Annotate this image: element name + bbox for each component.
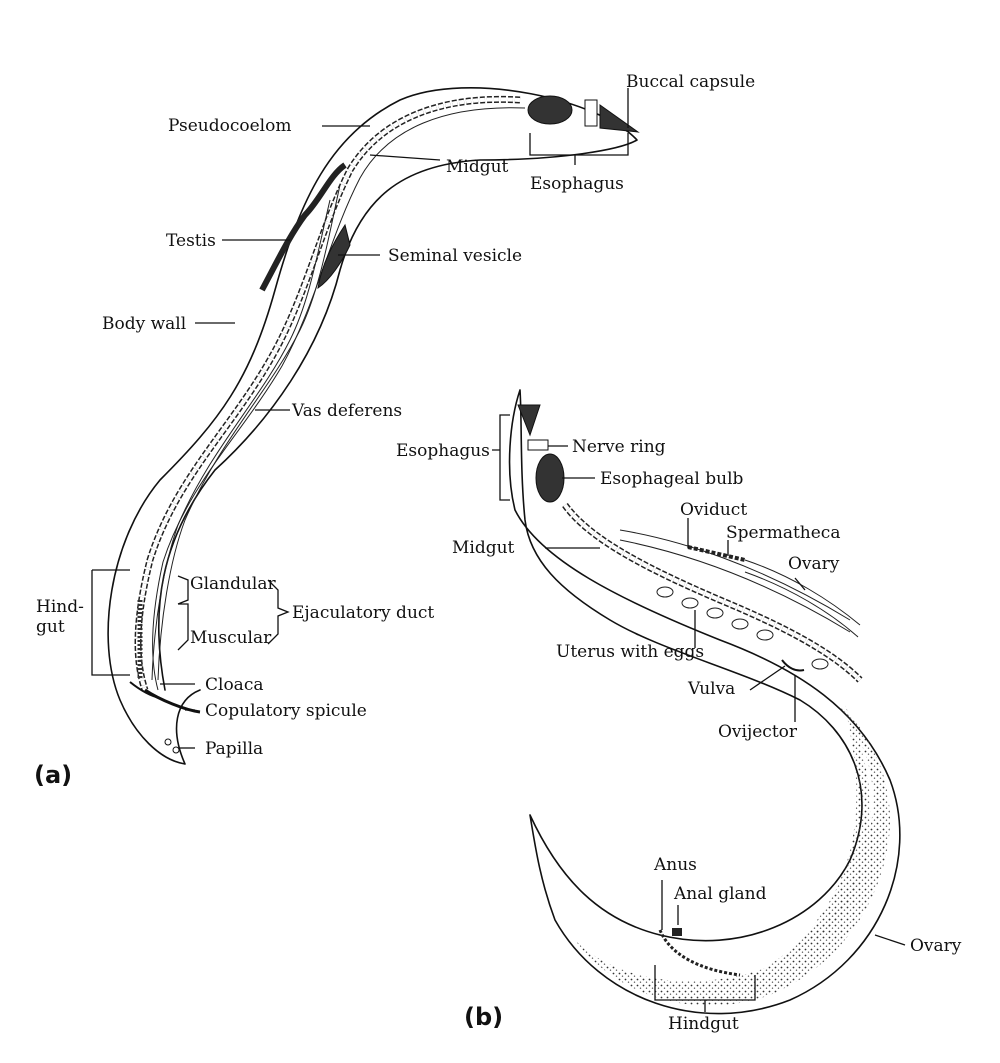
- label-nerve-ring: Nerve ring: [572, 437, 666, 457]
- female-stippled-tail: [575, 700, 890, 1006]
- female-anal-gland: [672, 928, 682, 936]
- label-uterus-with-eggs: Uterus with eggs: [556, 642, 704, 662]
- panel-label-a: (a): [34, 761, 72, 789]
- male-labels: Buccal capsule Pseudocoelom Midgut Esoph…: [34, 72, 755, 789]
- female-ovary-tube: [744, 559, 861, 638]
- female-oviduct: [619, 529, 851, 633]
- label-midgut-b: Midgut: [452, 538, 515, 558]
- male-leader-lines: [91, 88, 629, 749]
- label-esophagus-a: Esophagus: [530, 174, 624, 194]
- label-testis: Testis: [166, 231, 216, 251]
- label-papilla: Papilla: [205, 739, 263, 759]
- panel-label-b: (b): [464, 1003, 503, 1031]
- label-anal-gland: Anal gland: [673, 884, 767, 904]
- label-ovary-bottom: Ovary: [910, 936, 962, 956]
- female-worm-drawing: [508, 389, 901, 1015]
- label-copulatory-spicule: Copulatory spicule: [205, 701, 367, 721]
- label-oviduct: Oviduct: [680, 500, 747, 520]
- male-copulatory-spicule: [144, 688, 201, 714]
- label-glandular: Glandular: [190, 574, 277, 594]
- label-anus: Anus: [653, 855, 697, 875]
- male-gut: [134, 95, 521, 692]
- label-seminal-vesicle: Seminal vesicle: [388, 246, 522, 266]
- label-ovary-top: Ovary: [788, 554, 840, 574]
- female-body-outline: [508, 389, 901, 1015]
- female-esophagus: [517, 404, 565, 503]
- label-midgut-a: Midgut: [446, 157, 509, 177]
- label-hind: Hind-: [36, 597, 84, 617]
- label-esophagus-b: Esophagus: [396, 441, 490, 461]
- female-uterus-eggs: [656, 586, 829, 670]
- female-labels: Esophagus Nerve ring Esophageal bulb Ovi…: [396, 437, 962, 1034]
- label-pseudocoelom: Pseudocoelom: [168, 116, 291, 136]
- label-ejaculatory-duct: Ejaculatory duct: [292, 603, 434, 623]
- label-vas-deferens: Vas deferens: [291, 401, 402, 421]
- label-hindgut: Hindgut: [668, 1014, 739, 1034]
- male-esophagus: [527, 95, 640, 133]
- label-spermatheca: Spermatheca: [726, 523, 840, 543]
- male-papilla: [164, 738, 172, 746]
- male-testis: [259, 162, 347, 292]
- female-vulva: [781, 659, 805, 672]
- label-cloaca: Cloaca: [205, 675, 263, 695]
- male-vas-deferens: [157, 184, 341, 681]
- male-body-outline: [107, 87, 638, 765]
- female-hindgut: [658, 929, 741, 977]
- label-muscular: Muscular: [190, 628, 272, 648]
- label-gut: gut: [36, 617, 65, 637]
- female-leader-lines: [492, 414, 906, 1012]
- label-esophageal-bulb: Esophageal bulb: [600, 469, 744, 489]
- male-worm-drawing: [107, 87, 640, 765]
- label-body-wall: Body wall: [102, 314, 186, 334]
- label-buccal-capsule: Buccal capsule: [626, 72, 755, 92]
- female-spermatheca: [687, 545, 746, 562]
- label-vulva: Vulva: [687, 679, 735, 699]
- label-ovijector: Ovijector: [718, 722, 798, 742]
